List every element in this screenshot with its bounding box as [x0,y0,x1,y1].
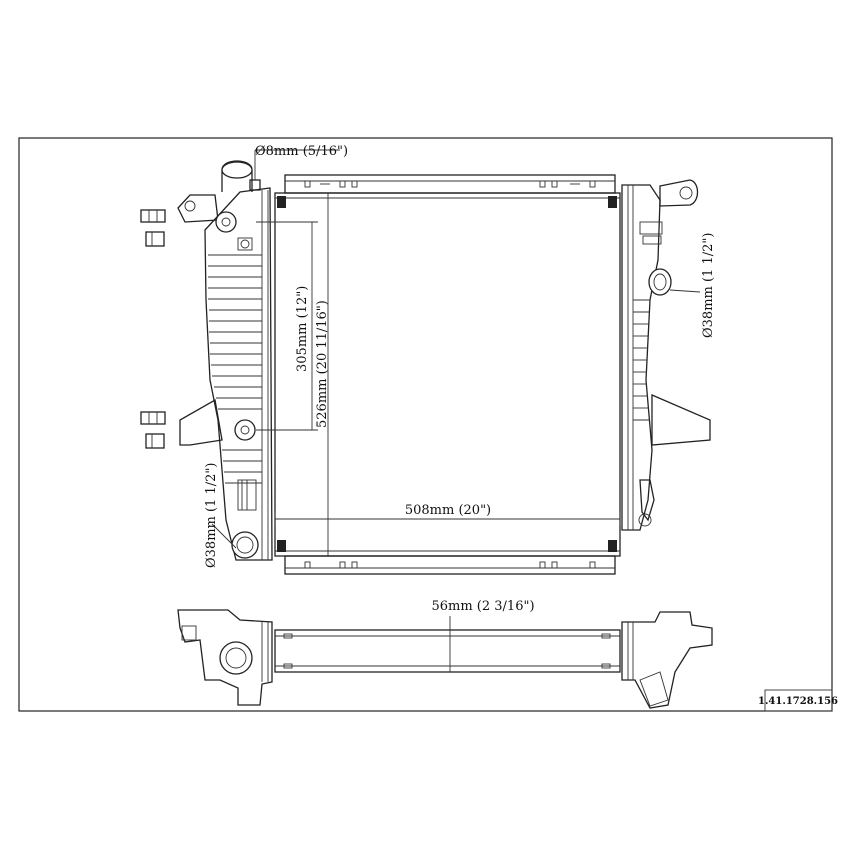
front-view: Ø8mm (5/16") 305mm (12") 526mm (20 11/16… [140,144,716,575]
dim-left-outlet-leader [211,523,237,549]
left-outlet [231,531,259,559]
left-tank-fins [208,254,262,484]
right-tank [621,179,711,531]
height-inner-label: 305mm (12") [295,286,310,372]
right-tank-fins [633,299,650,421]
dim-inlet-leader [254,149,340,180]
drain-plugs-upper [140,209,166,247]
left-mount-upper [177,194,219,223]
top-view: 56mm (2 3/16") [177,599,713,709]
top-view-left-tank [177,609,273,706]
part-number-box: 1.41.1728.156 [758,689,838,712]
right-mount-upper [659,179,699,207]
bottom-bracket [284,555,616,575]
right-outlet-label: Ø38mm (1 1/2") [701,233,716,338]
left-mount-lower [179,398,223,446]
top-bracket [284,174,616,194]
lower-fitting [234,419,256,441]
drain-plugs-lower [140,411,166,449]
left-tank [177,187,273,561]
left-outlet-label: Ø38mm (1 1/2") [204,463,219,568]
core-thickness-label: 56mm (2 3/16") [431,599,534,614]
top-view-right-tank [621,611,713,709]
width-core-label: 508mm (20") [405,503,491,518]
part-number: 1.41.1728.156 [758,696,838,707]
height-core-label: 526mm (20 11/16") [315,300,330,428]
dim-right-outlet-leader [669,289,701,293]
inlet-diameter-label: Ø8mm (5/16") [255,144,348,159]
dim-width-core [274,512,621,526]
dim-height-inner [256,221,318,431]
drawing-frame [18,137,833,712]
filler-neck [221,160,261,192]
right-mount-lower [651,394,711,446]
radiator-core [274,192,621,557]
upper-fitting [215,211,253,251]
right-outlet [648,268,672,296]
